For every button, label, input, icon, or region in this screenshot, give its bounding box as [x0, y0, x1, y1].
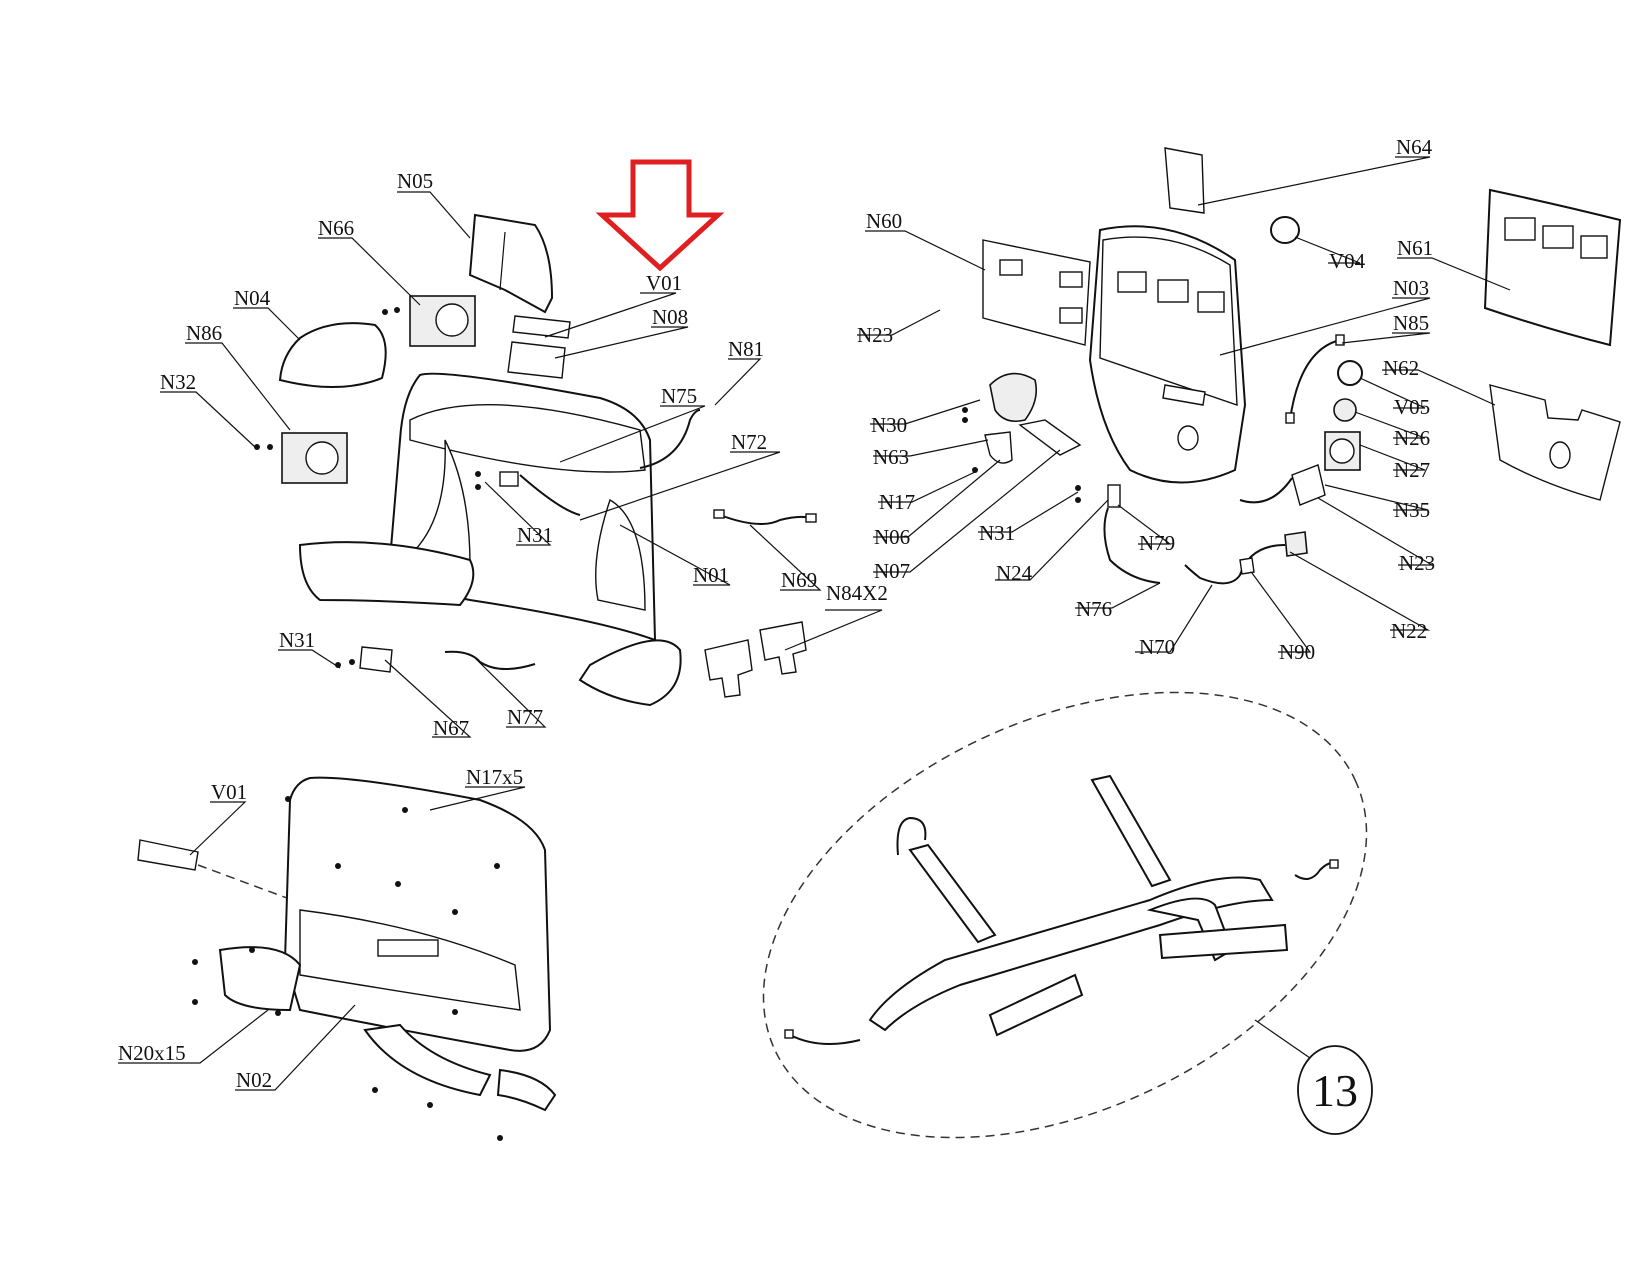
label-n84x2: N84X2 — [826, 581, 888, 605]
label-n08: N08 — [652, 305, 688, 329]
label-n05: N05 — [397, 169, 433, 193]
assembly-13-outline — [762, 691, 1368, 1139]
part-n84-plate-a — [704, 639, 753, 698]
label-n31-a: N31 — [517, 523, 553, 547]
label-n07: N07 — [874, 559, 910, 583]
part-n05-cover — [468, 213, 554, 314]
part-n30-fan — [989, 372, 1038, 423]
part-n22-connector — [1284, 531, 1308, 557]
part-labels: N05 N66 N04 N86 N32 V01 N08 N81 N75 N72 … — [118, 135, 1435, 1116]
handlebar-assembly — [762, 691, 1373, 1139]
label-n61: N61 — [1397, 236, 1433, 260]
label-n60: N60 — [866, 209, 902, 233]
part-n08-overlay — [507, 341, 566, 379]
part-n64-sticker — [1164, 147, 1205, 214]
label-n64: N64 — [1396, 135, 1433, 159]
label-n62: N62 — [1383, 356, 1419, 380]
part-v01-overlay — [512, 315, 571, 339]
label-n27: N27 — [1394, 458, 1430, 482]
part-n76-cable — [1103, 507, 1161, 584]
label-n69: N69 — [781, 568, 817, 592]
part-n35-board — [1291, 464, 1326, 506]
label-n81: N81 — [728, 337, 764, 361]
label-n67: N67 — [433, 716, 469, 740]
console-front-assembly — [254, 213, 701, 707]
label-n72: N72 — [731, 430, 767, 454]
part-v05-disc — [1337, 360, 1363, 386]
label-n77: N77 — [507, 705, 543, 729]
part-n07-duct — [1018, 419, 1082, 456]
label-n22: N22 — [1391, 619, 1427, 643]
label-n70: N70 — [1139, 635, 1175, 659]
leaders-bottom-left — [118, 786, 526, 1091]
part-n01-right-pad — [578, 639, 682, 707]
label-n31-c: N31 — [979, 521, 1015, 545]
part-n90-pad — [1239, 557, 1255, 575]
label-n01: N01 — [693, 563, 729, 587]
label-v01-bottom: V01 — [211, 780, 247, 804]
label-n63: N63 — [873, 445, 909, 469]
label-v01-top: V01 — [646, 271, 682, 295]
label-n85: N85 — [1393, 311, 1429, 335]
part-v01-bottom-overlay — [137, 839, 199, 871]
label-n02: N02 — [236, 1068, 272, 1092]
label-n17x5: N17x5 — [466, 765, 523, 789]
part-n60-plate — [982, 239, 1091, 346]
part-n63-bracket — [984, 431, 1013, 464]
assembly-13-callout — [1297, 1045, 1373, 1135]
console-rear-assembly — [962, 147, 1622, 585]
label-n90: N90 — [1279, 640, 1315, 664]
label-n04: N04 — [234, 286, 271, 310]
indicator-arrow — [595, 159, 725, 272]
label-n24: N24 — [996, 561, 1033, 585]
label-n06: N06 — [874, 525, 910, 549]
console-rear-shell — [137, 776, 557, 1141]
label-n30: N30 — [871, 413, 907, 437]
label-n03: N03 — [1393, 276, 1429, 300]
leaders-top-right — [857, 156, 1511, 653]
label-n76: N76 — [1076, 597, 1112, 621]
label-assembly-13: 13 — [1312, 1065, 1358, 1116]
part-n70-cable — [1184, 544, 1286, 585]
part-n85-wire — [1289, 339, 1341, 421]
label-n35: N35 — [1394, 498, 1430, 522]
part-n77-cable — [444, 650, 536, 670]
part-n69-cable — [719, 514, 811, 525]
label-n23-a: N23 — [857, 323, 893, 347]
part-n04-cover — [278, 322, 387, 389]
part-n01-left-pad — [298, 541, 475, 607]
label-n17: N17 — [879, 490, 915, 514]
part-n61-overlay — [1483, 188, 1622, 347]
label-n86: N86 — [186, 321, 222, 345]
part-n62-overlay — [1489, 384, 1621, 501]
part-n84-plate-b — [759, 621, 807, 675]
label-n75: N75 — [661, 384, 697, 408]
label-n32: N32 — [160, 370, 196, 394]
part-n67-plate — [359, 646, 393, 673]
part-n26-disc — [1333, 398, 1357, 422]
label-n23-b: N23 — [1399, 551, 1435, 575]
part-v04-disc — [1270, 216, 1300, 244]
leaders-top-left — [160, 191, 883, 738]
label-n20x15: N20x15 — [118, 1041, 186, 1065]
label-n26: N26 — [1394, 426, 1430, 450]
label-n79: N79 — [1139, 531, 1175, 555]
label-n66: N66 — [318, 216, 354, 240]
label-n31-b: N31 — [279, 628, 315, 652]
label-v05: V05 — [1394, 395, 1430, 419]
label-v04: V04 — [1329, 249, 1366, 273]
